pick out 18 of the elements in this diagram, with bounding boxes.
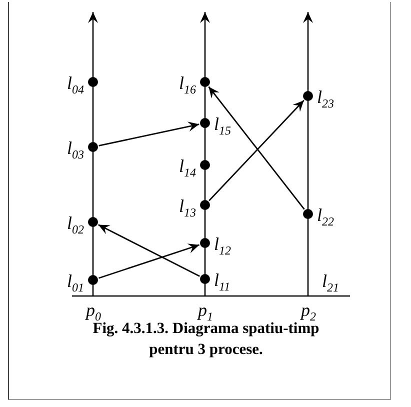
event-label: l$_{04}$ <box>66 74 84 99</box>
event-label: l$_{01}$ <box>66 272 84 297</box>
message-arrow <box>98 244 200 279</box>
event-label: l$_{13}$ <box>178 197 196 222</box>
event-label: l$_{12}$ <box>214 235 232 260</box>
message-arrow <box>208 100 304 202</box>
message-arrow <box>208 86 305 210</box>
event-label: l$_{15}$ <box>214 115 232 140</box>
event-label: l$_{03}$ <box>66 139 84 164</box>
message-arrow <box>98 122 200 146</box>
event-label: l$_{23}$ <box>317 88 334 113</box>
event-label: l$_{11}$ <box>214 271 230 296</box>
event-label: l$_{22}$ <box>317 206 334 231</box>
message-arrow <box>98 224 200 277</box>
event-label: l$_{14}$ <box>178 157 196 182</box>
event-label: l$_{16}$ <box>178 74 196 99</box>
event-label: l$_{02}$ <box>66 214 84 239</box>
event-label: l$_{21}$ <box>322 272 340 297</box>
